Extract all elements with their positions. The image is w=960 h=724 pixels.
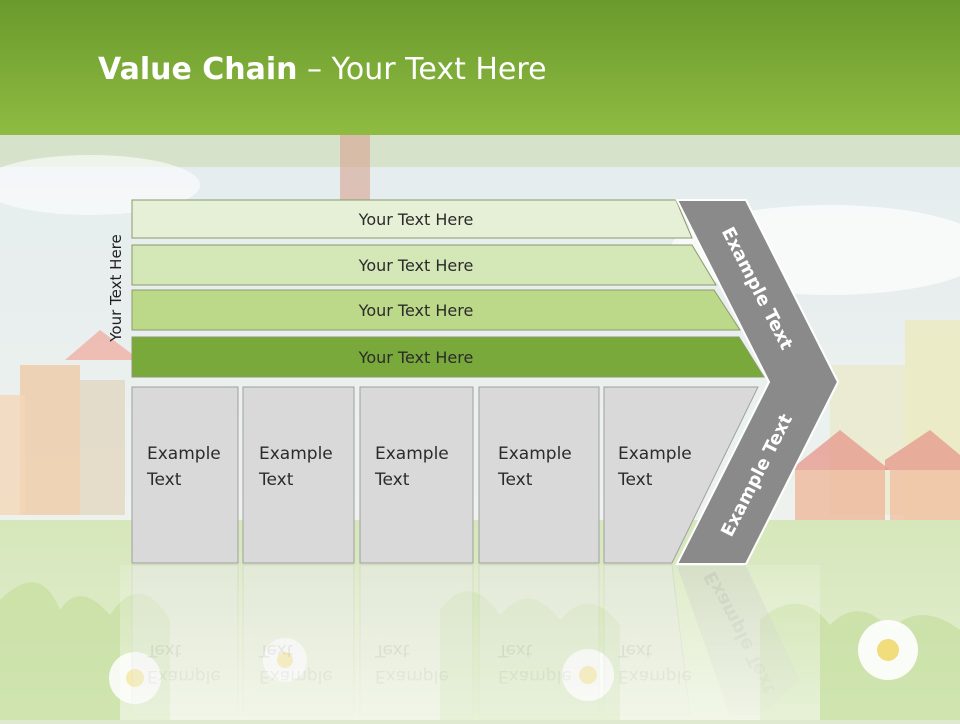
slide-title: Value Chain – Your Text Here: [98, 52, 547, 87]
chevron-arrow: [675, 199, 840, 565]
title-rest: – Your Text Here: [297, 52, 547, 87]
box-line2-3: Text: [374, 470, 410, 490]
box-line2-4: Text: [497, 470, 533, 490]
daisy-icon: [858, 620, 918, 680]
box-line2-1: Text: [146, 470, 182, 490]
band-2: [131, 244, 717, 286]
band-label-3: Your Text Here: [358, 301, 474, 320]
header-band: [0, 0, 960, 135]
box-line1-3: Example: [375, 444, 449, 464]
box-line1-5: Example: [618, 444, 692, 464]
box-line1-1: Example: [147, 444, 221, 464]
box-2: [242, 386, 355, 564]
reflection-fade: [120, 565, 820, 720]
band-label-1: Your Text Here: [358, 210, 474, 229]
band-1: [131, 199, 693, 239]
band-3: [131, 289, 741, 331]
side-label: Your Text Here: [107, 234, 125, 342]
band-label-4: Your Text Here: [358, 348, 474, 367]
box-line2-5: Text: [617, 470, 653, 490]
title-bold: Value Chain: [98, 52, 298, 87]
box-line2-2: Text: [258, 470, 294, 490]
box-1: [131, 386, 239, 564]
band-4: [131, 336, 765, 378]
diagram-reflection: ExampleTextExampleTextExampleTextExample…: [120, 564, 820, 720]
box-5: [603, 386, 759, 564]
box-3: [359, 386, 474, 564]
box-line1-4: Example: [498, 444, 572, 464]
box-line1-2: Example: [259, 444, 333, 464]
box-4: [478, 386, 600, 564]
band-label-2: Your Text Here: [358, 256, 474, 275]
